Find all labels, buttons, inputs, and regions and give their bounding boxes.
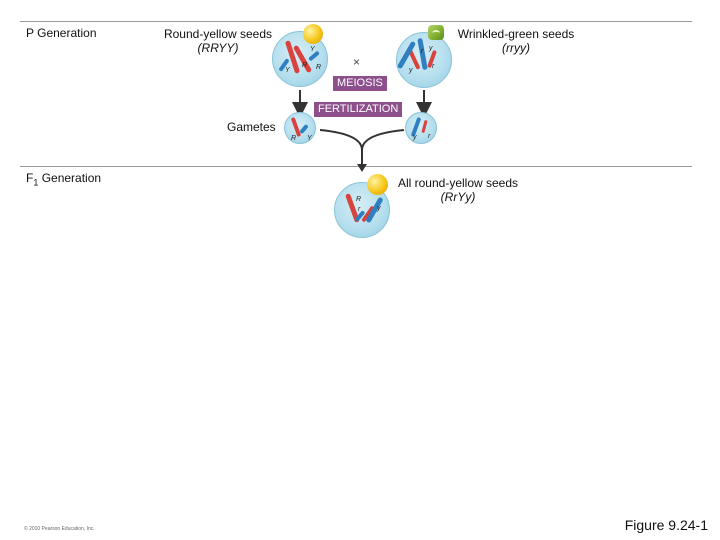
meiosis-tag: MEIOSIS <box>333 76 387 91</box>
round-yellow-label: Round-yellow seeds (RRYY) <box>150 27 286 55</box>
wrinkled-green-title: Wrinkled-green seeds <box>457 27 575 41</box>
f1-rule <box>20 166 692 167</box>
p-generation-label: P Generation <box>26 26 97 40</box>
cross-symbol: × <box>353 55 361 69</box>
f1-generation-suffix: Generation <box>38 171 102 185</box>
allele-label: R <box>356 196 362 203</box>
f1-round-yellow-seed-icon <box>367 174 388 195</box>
f1-generation-prefix: F <box>26 171 34 185</box>
allele-label: y <box>429 45 433 52</box>
round-yellow-genotype: (RRYY) <box>197 41 239 55</box>
gamete-round-yellow-cell <box>284 112 316 144</box>
allele-label: R <box>316 64 322 71</box>
fertilization-arrowhead <box>357 164 367 172</box>
figure-label: Figure 9.24-1 <box>624 517 708 533</box>
fertilization-tag: FERTILIZATION <box>314 102 403 117</box>
allele-label: y <box>413 134 417 141</box>
wrinkled-green-seed-icon <box>428 25 444 40</box>
offspring-genotype: (RrYy) <box>440 190 476 204</box>
fertilization-arrow <box>319 129 405 168</box>
allele-label: Y <box>285 67 290 74</box>
gamete-wrinkled-green-cell <box>405 112 437 144</box>
offspring-title: All round-yellow seeds <box>397 176 519 190</box>
allele-label: R <box>302 62 308 69</box>
round-yellow-seed-icon <box>303 24 323 44</box>
round-yellow-title: Round-yellow seeds <box>163 27 273 41</box>
allele-label: Y <box>310 46 315 53</box>
copyright-text: © 2010 Pearson Education, Inc. <box>24 526 95 532</box>
top-rule <box>20 21 692 22</box>
allele-label: Y <box>307 135 312 142</box>
allele-label: r <box>428 133 431 140</box>
allele-label: r <box>421 48 424 55</box>
f1-generation-label: F1 Generation <box>26 171 101 187</box>
allele-label: y <box>409 67 413 74</box>
allele-label: R <box>291 135 297 142</box>
allele-label: y <box>377 205 381 212</box>
f1-generation-subscript: 1 <box>33 177 39 188</box>
wrinkled-green-genotype: (rryy) <box>502 41 530 55</box>
gametes-label: Gametes <box>227 120 276 134</box>
offspring-label: All round-yellow seeds (RrYy) <box>384 176 532 204</box>
allele-label: r <box>358 206 361 213</box>
allele-label: r <box>432 63 435 70</box>
wrinkled-green-label: Wrinkled-green seeds (rryy) <box>446 27 586 55</box>
